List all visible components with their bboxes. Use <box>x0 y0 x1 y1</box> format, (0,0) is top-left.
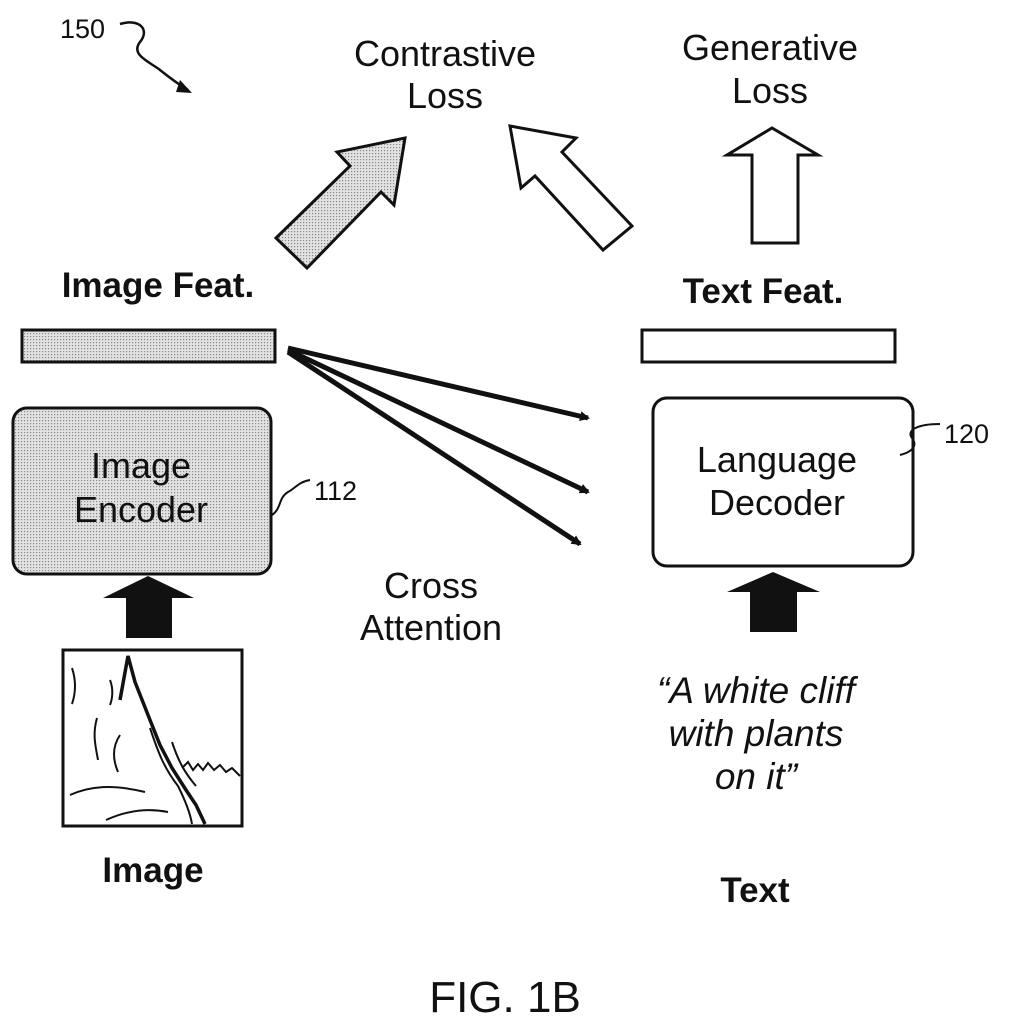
text-to-contrastive-arrow <box>510 126 632 250</box>
image-input-arrow <box>103 576 194 638</box>
text-feat-label: Text Feat. <box>683 272 844 311</box>
generative-loss-line1: Generative <box>682 27 858 68</box>
text-input-arrow <box>727 572 820 632</box>
ref-112-leader <box>272 480 310 515</box>
figure-label: FIG. 1B <box>429 973 581 1022</box>
language-decoder-ref: 120 <box>944 419 989 449</box>
text-input-label: Text <box>720 871 790 910</box>
cross-attention-line2: Attention <box>360 607 502 648</box>
language-decoder-line1: Language <box>697 439 857 480</box>
contrastive-loss-line2: Loss <box>407 75 483 116</box>
cliff-image-thumbnail <box>63 650 242 826</box>
ref-150-arrowhead <box>176 80 192 93</box>
text-feat-bar <box>642 330 895 362</box>
language-decoder-line2: Decoder <box>709 482 845 523</box>
generative-loss-line2: Loss <box>732 70 808 111</box>
contrastive-loss-line1: Contrastive <box>354 33 536 74</box>
text-caption-line1: “A white cliff <box>657 670 859 711</box>
image-to-contrastive-arrow <box>276 138 405 268</box>
text-caption-line3: on it” <box>715 756 799 797</box>
figure-ref-numeral: 150 <box>60 14 105 44</box>
image-feat-bar <box>22 330 275 362</box>
cross-attention-line1: Cross <box>384 565 478 606</box>
ref-150-leader <box>120 22 188 90</box>
image-encoder-line2: Encoder <box>74 489 208 530</box>
text-to-generative-arrow <box>727 128 818 243</box>
image-encoder-line1: Image <box>91 445 191 486</box>
image-input-label: Image <box>102 851 203 890</box>
text-caption-line2: with plants <box>669 713 844 754</box>
image-encoder-ref: 112 <box>314 476 357 506</box>
cross-attention-arrow-2 <box>288 350 588 492</box>
image-feat-label: Image Feat. <box>62 266 255 305</box>
